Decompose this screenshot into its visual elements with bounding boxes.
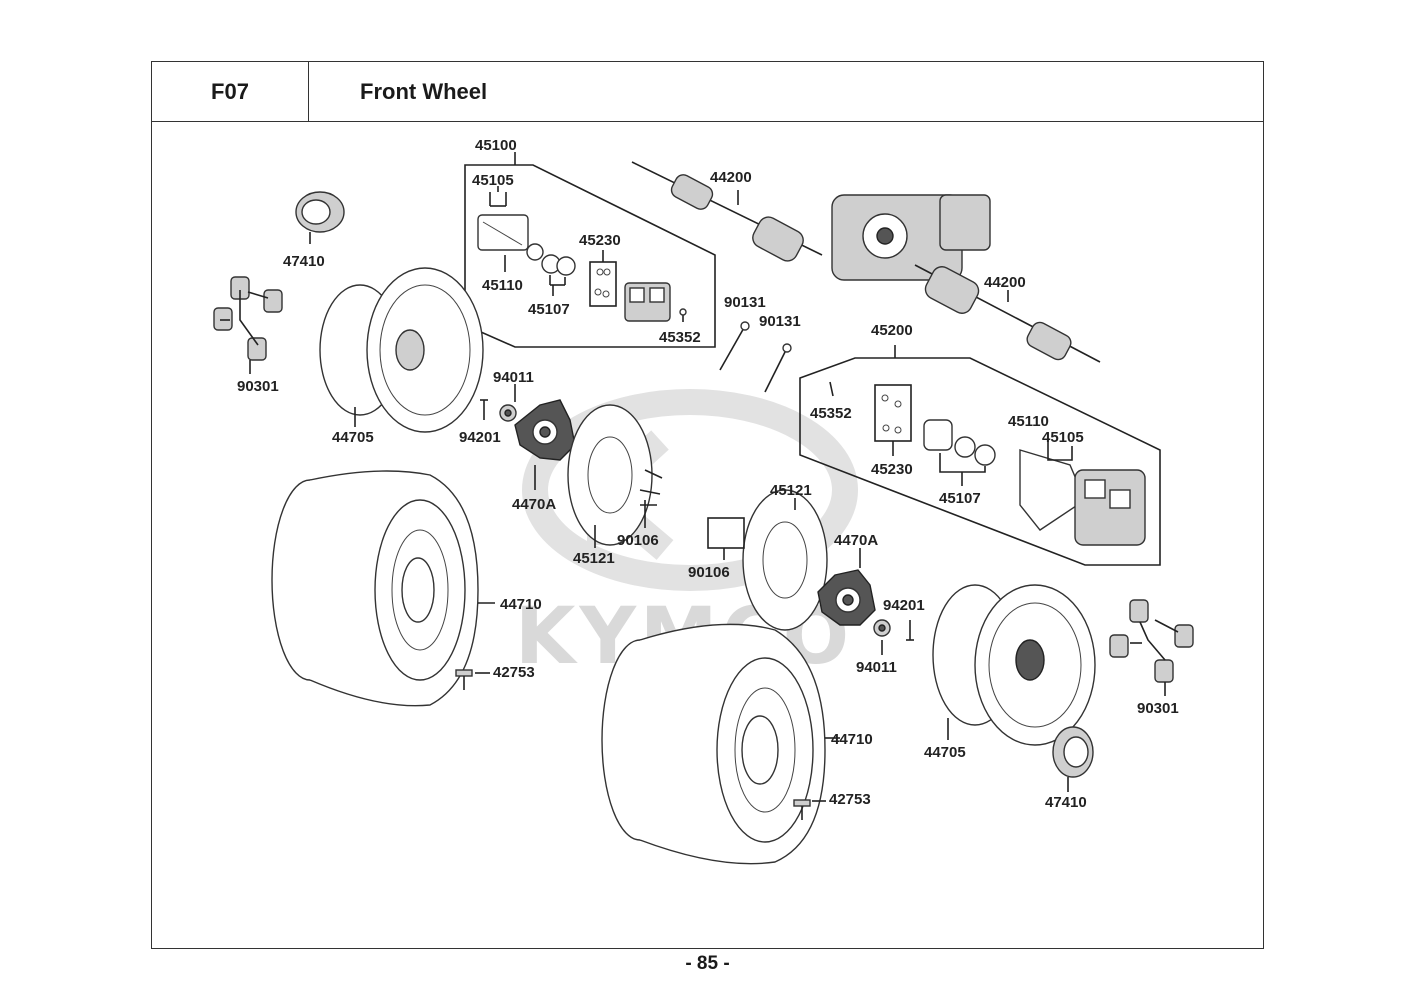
callout: 42753 — [829, 791, 871, 808]
callout: 94011 — [493, 369, 534, 386]
callout: 90131 — [759, 313, 801, 330]
callout: 4470A — [512, 496, 556, 513]
callout: 45121 — [770, 482, 812, 499]
page-number: - 85 - — [685, 953, 730, 974]
callout: 44710 — [831, 731, 873, 748]
left-wheel-assembly — [213, 191, 792, 707]
callout: 44200 — [710, 169, 752, 186]
callout: 45105 — [472, 172, 514, 189]
callout: 45352 — [659, 329, 701, 346]
callout: 44705 — [332, 429, 374, 446]
callout: 45107 — [939, 490, 981, 507]
callout: 94201 — [459, 429, 501, 446]
callout: 44705 — [924, 744, 966, 761]
callout: 42753 — [493, 664, 535, 681]
callout: 90106 — [617, 532, 659, 549]
callout: 45100 — [475, 137, 517, 154]
callout: 45352 — [810, 405, 852, 422]
callout: 90131 — [724, 294, 766, 311]
callout: 94201 — [883, 597, 925, 614]
callout: 90301 — [1137, 700, 1179, 717]
callout: 45230 — [579, 232, 621, 249]
callout: 90106 — [688, 564, 730, 581]
callout: 45105 — [1042, 429, 1084, 446]
callout: 94011 — [856, 659, 897, 676]
callout: 47410 — [283, 253, 325, 270]
callout: 90301 — [237, 378, 279, 395]
callout: 45110 — [482, 277, 523, 294]
caliper-kit-box-left — [464, 152, 716, 348]
callout: 4470A — [834, 532, 878, 549]
callout: 44200 — [984, 274, 1026, 291]
callout: 45107 — [528, 301, 570, 318]
callout: 45230 — [871, 461, 913, 478]
callout: 44710 — [500, 596, 542, 613]
callout: 45121 — [573, 550, 615, 567]
diagram-frame — [151, 121, 1264, 949]
callout: 45200 — [871, 322, 913, 339]
callout: 45110 — [1008, 413, 1049, 430]
drive-shafts — [631, 161, 1101, 363]
right-wheel-assembly — [601, 345, 1194, 865]
callout: 47410 — [1045, 794, 1087, 811]
callout-labels: 45100 45105 45110 45107 45230 45352 4420… — [237, 137, 1179, 811]
